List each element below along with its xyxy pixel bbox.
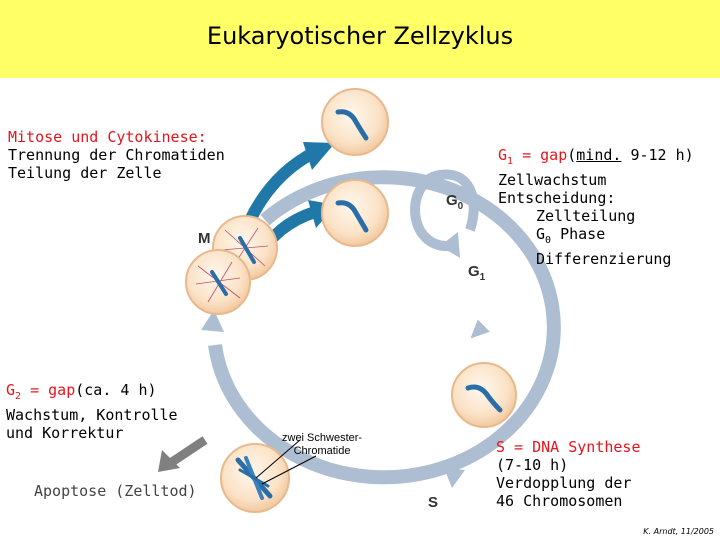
slide-title: Eukaryotischer Zellzyklus	[206, 22, 514, 50]
phase-label-m: M	[198, 230, 211, 247]
g2-line-2: Wachstum, Kontrolle	[6, 406, 178, 424]
s-text: S = DNA Synthese (7-10 h) Verdopplung de…	[496, 438, 641, 510]
g1-duration: 9-12 h)	[621, 146, 694, 164]
chromatid-note-line-1: zwei Schwester-	[282, 432, 363, 444]
mitosis-text: Mitose und Cytokinese: Trennung der Chro…	[8, 128, 225, 182]
apoptosis-label: Apoptose (Zelltod)	[34, 482, 197, 500]
cell-daughter-top	[321, 88, 389, 156]
cycle-arrowhead-g1	[470, 319, 490, 339]
g2-heading: G2 = gap(ca. 4 h)	[6, 381, 178, 406]
g1-heading: G1 = gap(mind. 9-12 h)	[498, 146, 694, 171]
s-line-4: 46 Chromosomen	[496, 492, 623, 510]
author-credit: K. Arndt, 11/2005	[643, 527, 714, 536]
g2-duration: (ca. 4 h)	[75, 381, 157, 399]
g1-line-2: Zellwachstum	[498, 171, 607, 189]
g1-text: G1 = gap(mind. 9-12 h) Zellwachstum Ents…	[498, 146, 694, 268]
cell-daughter-mid	[321, 179, 389, 247]
s-heading: S = DNA Synthese	[496, 438, 641, 456]
g1-line-4: Zellteilung	[536, 207, 636, 225]
g1-paren: (	[567, 146, 577, 164]
cycle-arrowhead-g2	[201, 310, 224, 332]
phase-label-s: S	[428, 494, 438, 511]
chromatid-note-line-2: Chromatide	[293, 445, 351, 457]
cell-mitosis-lower	[185, 249, 251, 315]
g0-sub: 0	[545, 235, 552, 246]
s-line-2: (7-10 h)	[496, 456, 569, 474]
g2-gap: = gap	[21, 381, 76, 399]
mitosis-line-2: Teilung der Zelle	[8, 164, 162, 182]
mitosis-arrowhead-upper	[303, 142, 335, 170]
g0-loop	[410, 169, 479, 252]
g2-line-3: und Korrektur	[6, 424, 124, 442]
chromatid-pointer-2	[261, 455, 317, 485]
chromatid-note: zwei Schwester- Chromatide	[282, 432, 362, 458]
g1-line-6: Differenzierung	[536, 250, 672, 268]
g1-line-5: G0 Phase	[498, 225, 694, 250]
g1-line-3: Entscheidung:	[498, 189, 616, 207]
cell-g1	[451, 362, 517, 428]
apoptosis-arrowhead	[158, 450, 180, 472]
title-bar	[0, 0, 720, 78]
cell-g2	[220, 443, 290, 513]
mitosis-line-1: Trennung der Chromatiden	[8, 146, 225, 164]
g2-sub: 2	[15, 391, 22, 402]
phase-label-g0: G0	[446, 192, 464, 212]
chromatid-pointer-1	[255, 439, 301, 479]
s-line-3: Verdopplung der	[496, 474, 632, 492]
g2-label: G	[6, 381, 16, 399]
cycle-arrowhead-s	[444, 468, 465, 488]
g0-phase: Phase	[551, 225, 606, 243]
g2-text: G2 = gap(ca. 4 h) Wachstum, Kontrolle un…	[6, 381, 178, 442]
g0-arrowhead	[440, 232, 460, 258]
g0-label: G	[536, 225, 546, 243]
g1-mind: mind.	[576, 146, 622, 164]
mitosis-heading: Mitose und Cytokinese:	[8, 128, 207, 146]
g1-sub: 1	[507, 156, 514, 167]
g1-gap: = gap	[513, 146, 568, 164]
g1-label: G	[498, 146, 508, 164]
apoptosis-arrow-shaft	[169, 436, 208, 466]
phase-label-g1: G1	[468, 263, 486, 283]
